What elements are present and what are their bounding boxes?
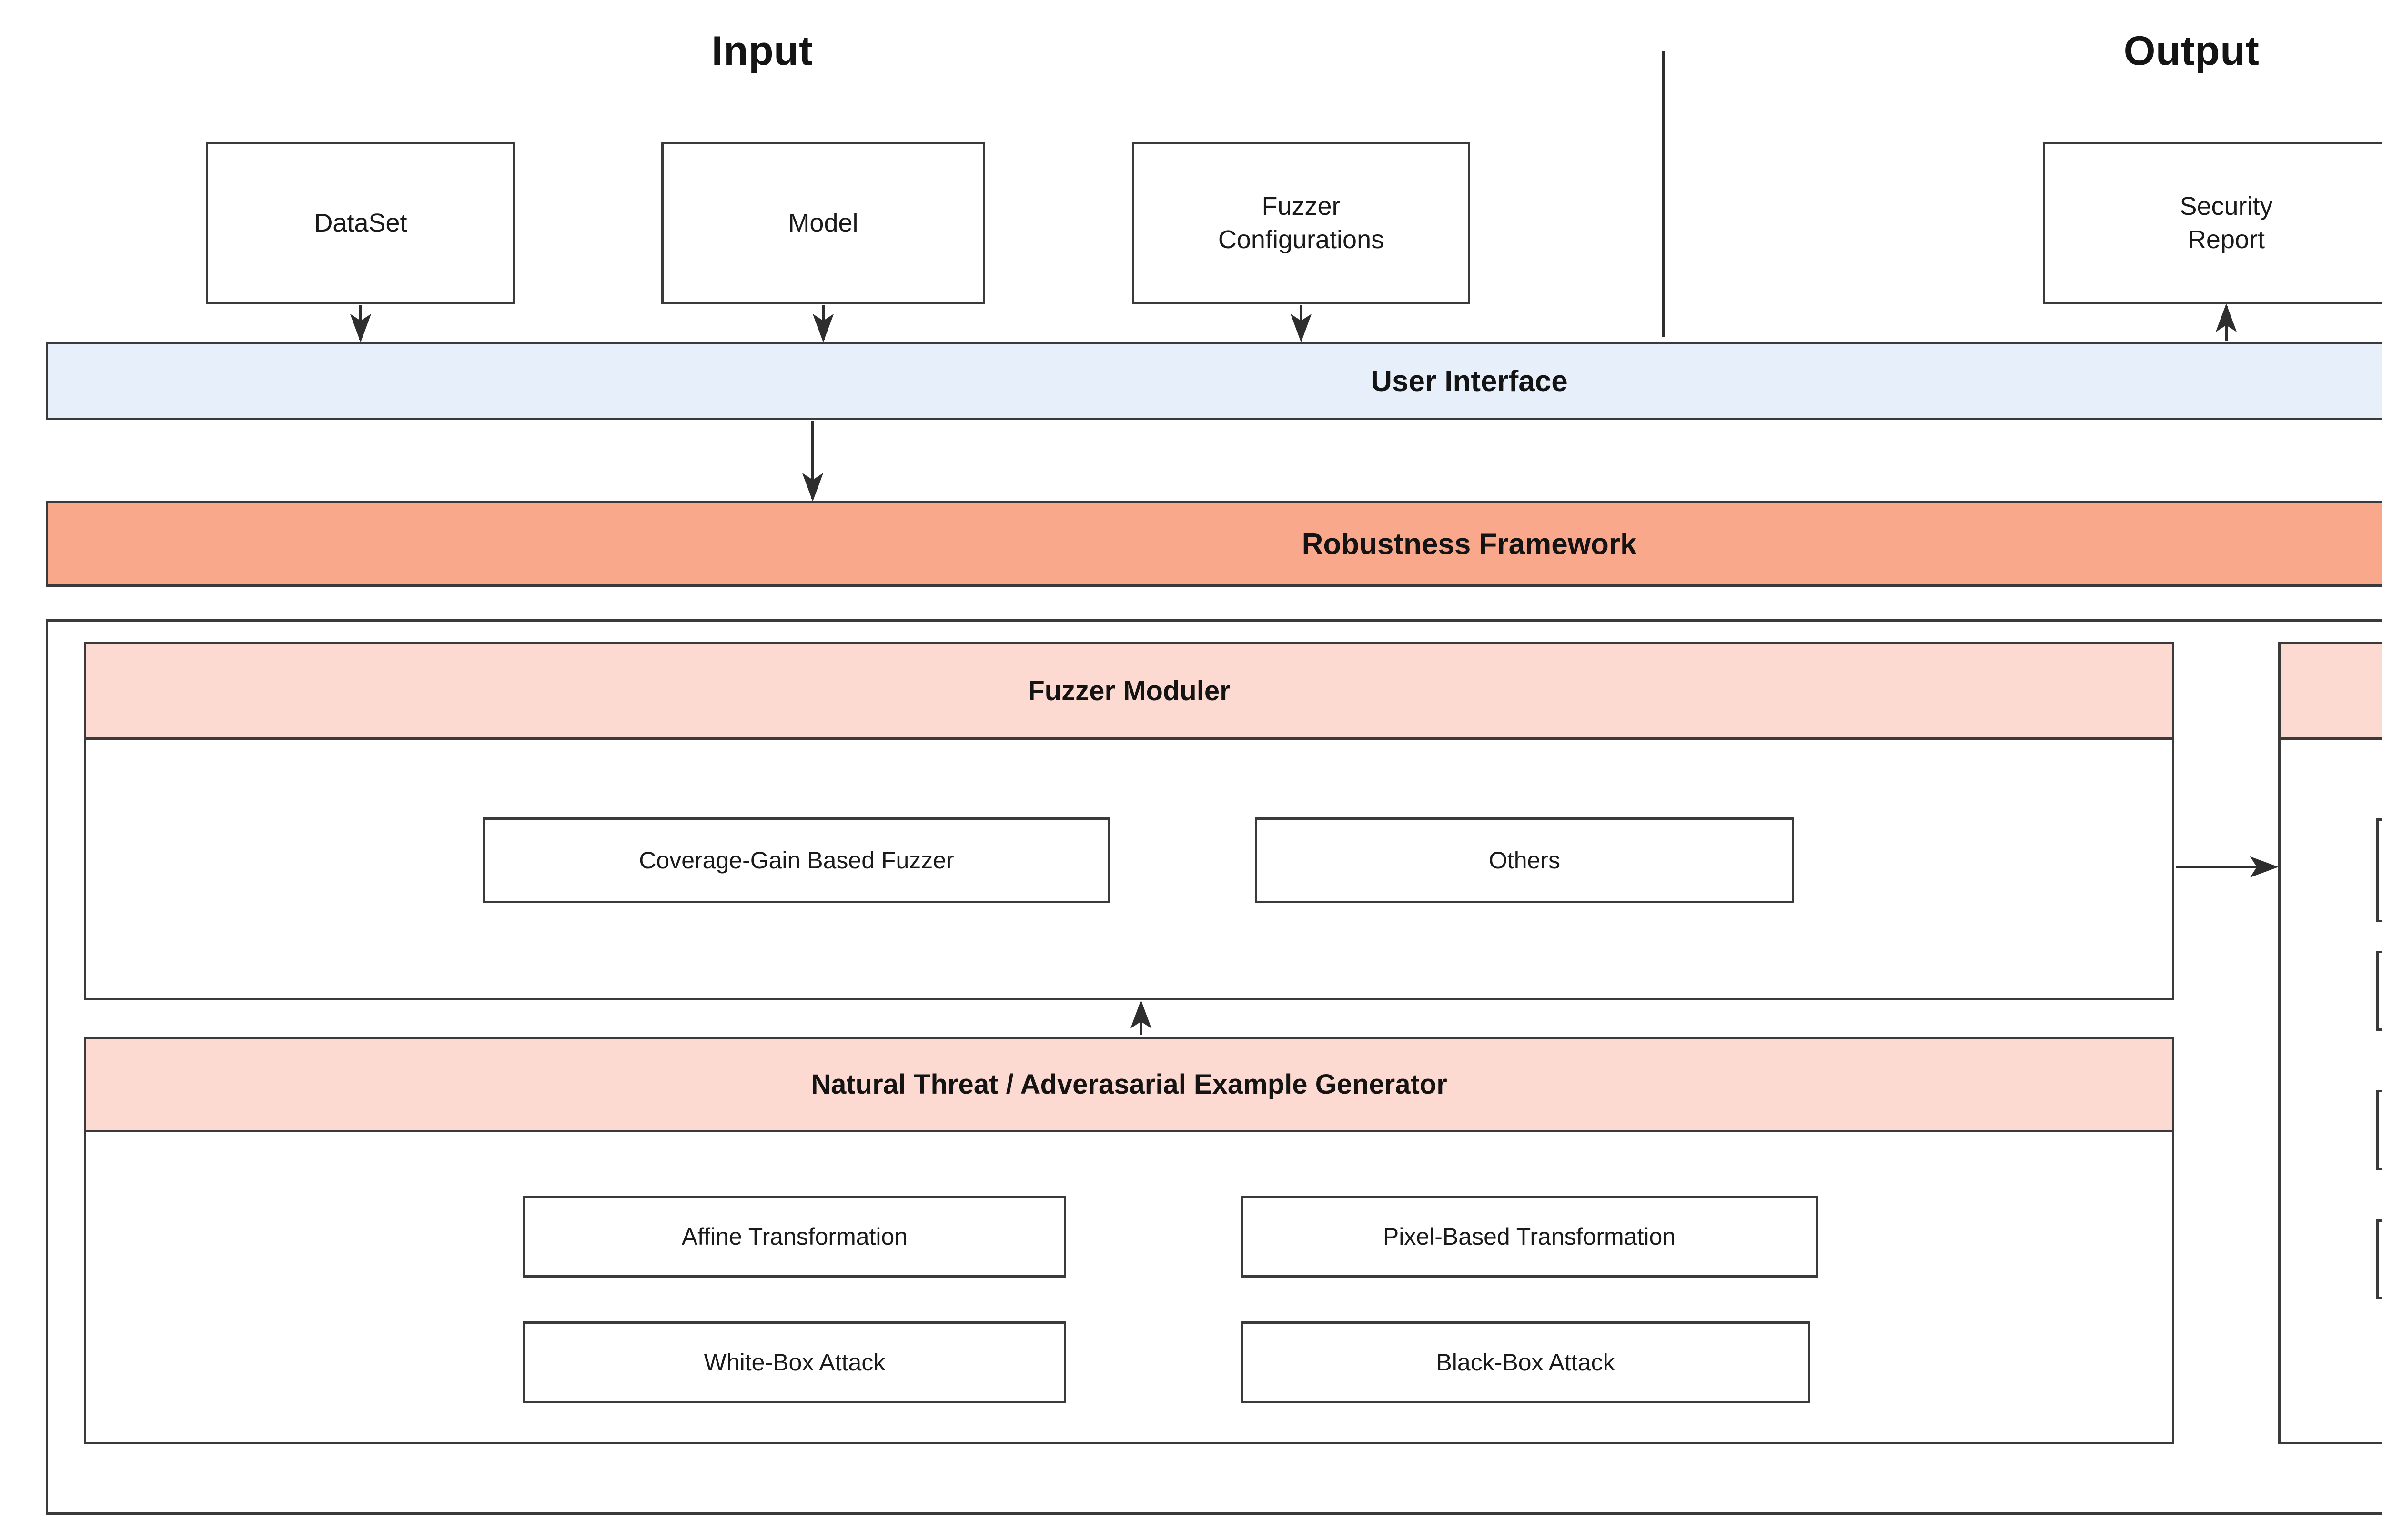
- panel-evaluation: Evaluation: [2278, 642, 2382, 1444]
- chip-pixel-based-transformation-label: Pixel-Based Transformation: [1383, 1223, 1676, 1250]
- chip-white-box-attack[interactable]: White-Box Attack: [523, 1321, 1066, 1403]
- panel-fuzzer-moduler: Fuzzer Moduler: [84, 642, 2174, 1000]
- chip-black-box-attack[interactable]: Black-Box Attack: [1241, 1321, 1810, 1403]
- panel-generator-header: Natural Threat / Adverasarial Example Ge…: [86, 1039, 2172, 1132]
- panel-fuzzer-moduler-title: Fuzzer Moduler: [1028, 675, 1231, 706]
- chip-pixel-based-transformation[interactable]: Pixel-Based Transformation: [1241, 1196, 1818, 1278]
- input-box-fuzzer-configurations[interactable]: Fuzzer Configurations: [1132, 142, 1470, 304]
- input-box-dataset[interactable]: DataSet: [206, 142, 515, 304]
- panel-fuzzer-moduler-header: Fuzzer Moduler: [86, 644, 2172, 740]
- panel-generator-title: Natural Threat / Adverasarial Example Ge…: [811, 1069, 1447, 1100]
- chip-affine-transformation[interactable]: Affine Transformation: [523, 1196, 1066, 1278]
- output-box-security-report-label: Security Report: [2180, 191, 2273, 254]
- chip-classification-utility[interactable]: Classification Utility: [2376, 818, 2382, 922]
- input-box-model-label: Model: [788, 208, 858, 237]
- input-box-fuzzer-configurations-label: Fuzzer Configurations: [1218, 191, 1384, 254]
- chip-affine-transformation-label: Affine Transformation: [681, 1223, 908, 1250]
- chip-evaluation-others[interactable]: Others: [2376, 1219, 2382, 1299]
- panel-evaluation-header: Evaluation: [2281, 644, 2382, 740]
- chip-coverage-utility[interactable]: Coverage Utility: [2376, 951, 2382, 1031]
- band-robustness-framework[interactable]: Robustness Framework: [46, 501, 2382, 587]
- chip-coverage-gain-based-fuzzer[interactable]: Coverage-Gain Based Fuzzer: [483, 817, 1110, 903]
- chip-white-box-attack-label: White-Box Attack: [704, 1349, 886, 1376]
- chip-fuzzer-others-label: Others: [1488, 847, 1561, 874]
- chip-coverage-gain-based-fuzzer-label: Coverage-Gain Based Fuzzer: [639, 847, 954, 874]
- input-box-dataset-label: DataSet: [314, 208, 407, 237]
- input-output-divider: [1662, 51, 1665, 337]
- input-section-title: Input: [711, 28, 813, 74]
- band-robustness-framework-label: Robustness Framework: [1302, 527, 1637, 561]
- output-section-title: Output: [2123, 28, 2260, 74]
- chip-attack-utility[interactable]: Attack Utility: [2376, 1090, 2382, 1170]
- panel-generator: Natural Threat / Adverasarial Example Ge…: [84, 1037, 2174, 1444]
- chip-fuzzer-others[interactable]: Others: [1255, 817, 1794, 903]
- output-box-security-report[interactable]: Security Report: [2043, 142, 2382, 304]
- chip-black-box-attack-label: Black-Box Attack: [1436, 1349, 1615, 1376]
- input-box-model[interactable]: Model: [661, 142, 985, 304]
- band-user-interface-label: User Interface: [1371, 364, 1568, 398]
- band-user-interface[interactable]: User Interface: [46, 342, 2382, 420]
